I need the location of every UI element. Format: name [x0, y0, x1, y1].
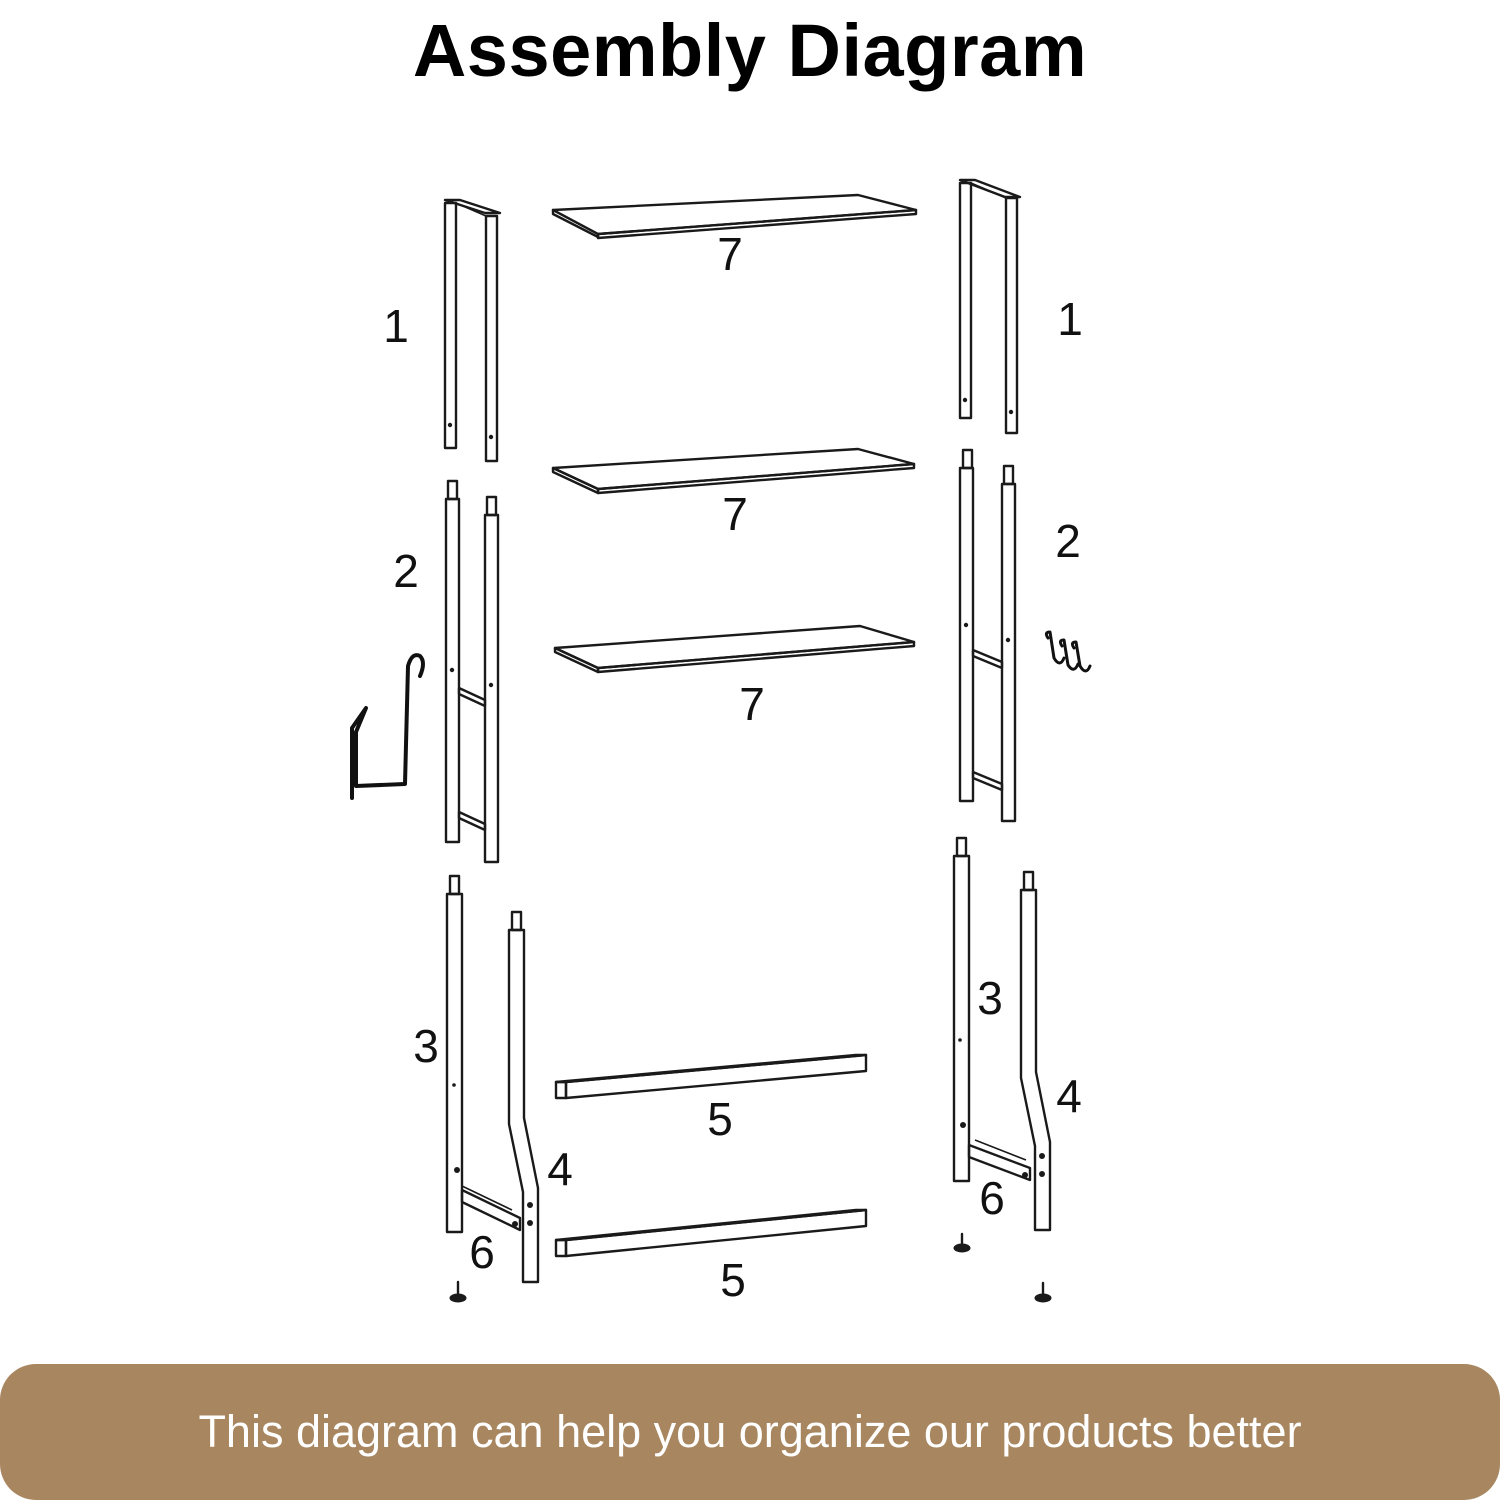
footer-text: This diagram can help you organize our p… [198, 1406, 1302, 1457]
small-hooks-icon [1044, 630, 1092, 673]
label-left-upright-post: 3 [413, 1020, 439, 1072]
label-right-foot-brace: 6 [979, 1172, 1005, 1224]
page-title: Assembly Diagram [412, 9, 1088, 92]
right-upright-post [952, 836, 971, 1183]
shelf-bottom [553, 624, 916, 674]
label-cross-bar-upper: 5 [707, 1093, 733, 1145]
label-left-middle-frame: 2 [393, 545, 419, 597]
left-upright-post [445, 874, 464, 1234]
label-left-top-frame: 1 [383, 300, 409, 352]
label-right-top-frame: 1 [1057, 293, 1083, 345]
left-top-frame [443, 198, 502, 463]
right-leveling-foot-2 [1034, 1281, 1052, 1303]
large-hook-icon [350, 653, 425, 800]
shelf-top [551, 193, 918, 240]
label-left-angled-leg: 4 [547, 1143, 573, 1195]
shelf-middle [551, 447, 916, 495]
label-left-foot-brace: 6 [469, 1226, 495, 1278]
cross-bar-upper [554, 1053, 868, 1100]
right-angled-leg [1019, 870, 1052, 1232]
left-foot-brace [460, 1185, 522, 1232]
label-right-angled-leg: 4 [1056, 1070, 1082, 1122]
assembly-diagram: 7 7 7 1 1 2 2 3 3 4 4 5 5 6 6 [350, 178, 1092, 1306]
label-shelf-middle: 7 [722, 488, 748, 540]
cross-bar-lower [554, 1208, 868, 1258]
label-right-upright-post: 3 [977, 972, 1003, 1024]
left-middle-frame [444, 479, 500, 864]
right-middle-frame [958, 448, 1017, 823]
left-angled-leg [507, 910, 540, 1284]
footer-banner: This diagram can help you organize our p… [0, 1364, 1500, 1500]
left-leveling-foot [449, 1280, 467, 1303]
right-leveling-foot-1 [953, 1232, 971, 1253]
label-shelf-top: 7 [717, 228, 743, 280]
label-right-middle-frame: 2 [1055, 515, 1081, 567]
right-foot-brace [967, 1139, 1032, 1182]
label-shelf-bottom: 7 [739, 678, 765, 730]
label-cross-bar-lower: 5 [720, 1254, 746, 1306]
right-top-frame [958, 178, 1022, 435]
